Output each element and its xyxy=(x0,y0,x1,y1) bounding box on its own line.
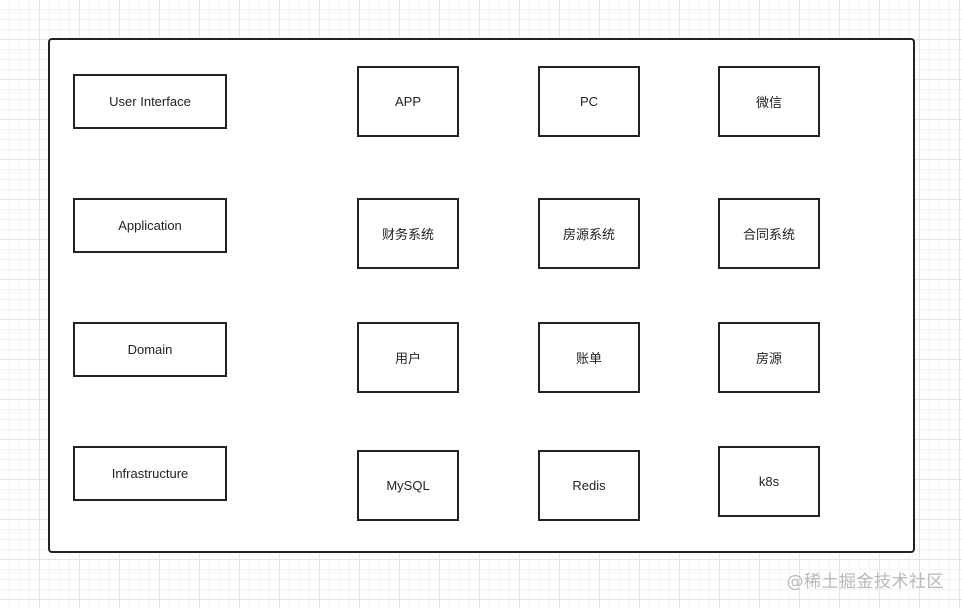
watermark-text: @稀土掘金技术社区 xyxy=(786,572,944,592)
domain-item-bill: 账单 xyxy=(538,322,640,393)
layer-user-interface: User Interface xyxy=(73,74,227,129)
app-item-housing-system: 房源系统 xyxy=(538,198,640,269)
infra-item-mysql: MySQL xyxy=(357,450,459,521)
infra-item-k8s: k8s xyxy=(718,446,820,517)
ui-item-wechat: 微信 xyxy=(718,66,820,137)
ui-item-pc: PC xyxy=(538,66,640,137)
infra-item-redis: Redis xyxy=(538,450,640,521)
layer-domain: Domain xyxy=(73,322,227,377)
ui-item-app: APP xyxy=(357,66,459,137)
domain-item-user: 用户 xyxy=(357,322,459,393)
app-item-finance-system: 财务系统 xyxy=(357,198,459,269)
app-item-contract-system: 合同系统 xyxy=(718,198,820,269)
layer-application: Application xyxy=(73,198,227,253)
layer-infrastructure: Infrastructure xyxy=(73,446,227,501)
domain-item-housing: 房源 xyxy=(718,322,820,393)
